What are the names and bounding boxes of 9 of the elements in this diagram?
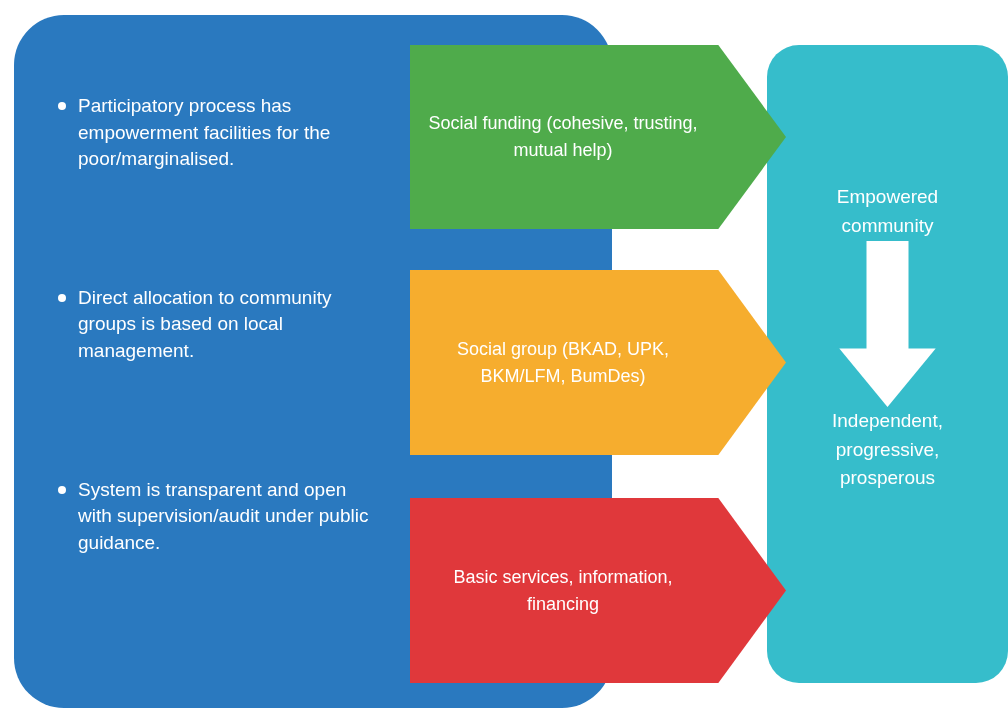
node-label: Independent, progressive, prosperous xyxy=(831,409,944,490)
chevron-label: Basic services, information, financing xyxy=(452,565,674,616)
chevron-label: Social group (BKAD, UPK, BKM/LFM, BumDes) xyxy=(455,337,671,388)
chevron-label: Social funding (cohesive, trusting, mutual help) xyxy=(427,112,699,162)
bullet-text: System is transparent and open with supervision/audit under public guidance. xyxy=(54,476,374,557)
bullet-text: Participatory process has empowerment facilities for the poor/marginalised. xyxy=(54,93,374,173)
bullet-text: Direct allocation to community groups is based on local management. xyxy=(54,284,374,365)
panel-background xyxy=(767,45,1008,683)
node-label: Empowered community xyxy=(835,185,940,238)
